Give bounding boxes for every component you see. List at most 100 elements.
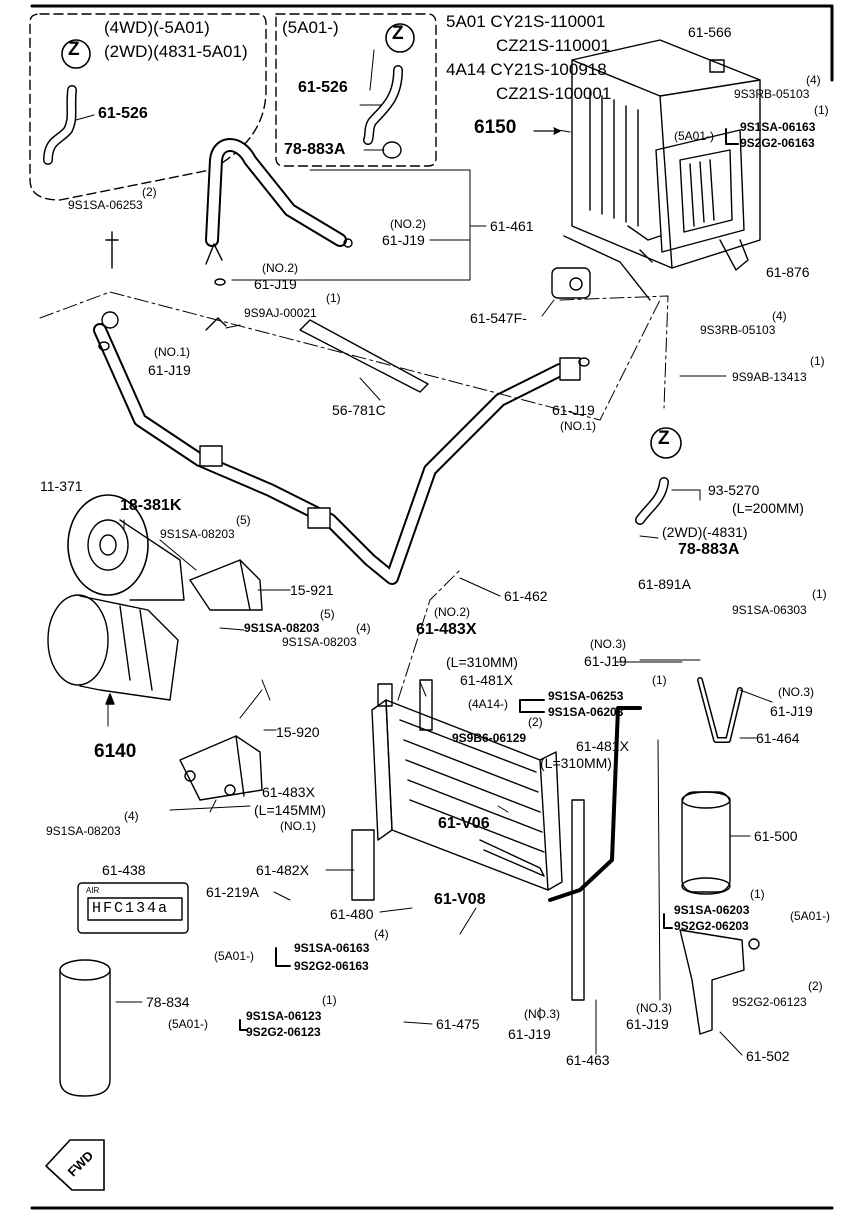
compressor-pulley bbox=[67, 494, 149, 596]
label-61-219a: 61-219A bbox=[206, 884, 259, 900]
label-61-876: 61-876 bbox=[766, 264, 810, 280]
inset-mid-hose: 61-526 bbox=[298, 79, 348, 96]
refrigerant-label bbox=[77, 882, 189, 934]
label-61-547f: 61-547F- bbox=[470, 310, 527, 326]
z-glyph-mid: Z bbox=[392, 23, 404, 44]
label-9s3rb-05103: 9S3RB-05103 bbox=[734, 87, 810, 101]
no: (NO.1) bbox=[280, 819, 316, 833]
receiver-drier bbox=[681, 791, 731, 893]
label-9s9aj-00021: 9S9AJ-00021 bbox=[244, 306, 317, 320]
label-61-462: 61-462 bbox=[504, 588, 548, 604]
qty: (1) bbox=[326, 291, 341, 305]
label-61-438: 61-438 bbox=[102, 862, 146, 878]
serial-5a01-a: 5A01 CY21S-110001 bbox=[446, 12, 606, 31]
no: (NO.3) bbox=[636, 1001, 672, 1015]
z-mark-left bbox=[61, 39, 91, 69]
no: (NO.1) bbox=[560, 419, 596, 433]
serial-5a01-b: CZ21S-110001 bbox=[496, 36, 611, 55]
label-9s9b6-06129: 9S9B6-06129 bbox=[452, 731, 527, 745]
label-78-834: 78-834 bbox=[146, 994, 190, 1010]
label-61-481x: 61-481X bbox=[460, 672, 513, 688]
label-18-381k: 18-381K bbox=[120, 497, 182, 514]
label-61-463: 61-463 bbox=[566, 1052, 610, 1068]
length: (L=310MM) bbox=[540, 755, 612, 771]
refrigerant-label-text: HFC134a bbox=[92, 900, 170, 917]
qty: (2) bbox=[142, 185, 157, 199]
no: (NO.1) bbox=[154, 345, 190, 359]
fwd-arrow bbox=[45, 1139, 105, 1191]
label-61-891a: 61-891A bbox=[638, 576, 691, 592]
inset-left-4wd: (4WD)(-5A01) bbox=[104, 18, 210, 37]
qty: (1) bbox=[322, 993, 337, 1007]
qty: (1) bbox=[750, 887, 765, 901]
label-61-475: 61-475 bbox=[436, 1016, 480, 1032]
label-61-j19: 61-J19 bbox=[148, 362, 191, 378]
label-61-j19: 61-J19 bbox=[552, 402, 595, 418]
unit-6150: 6150 bbox=[474, 117, 517, 138]
label-9s1sa-08203: 9S1SA-08203 bbox=[282, 635, 357, 649]
label-9s3rb-05103: 9S3RB-05103 bbox=[700, 323, 776, 337]
no: (NO.2) bbox=[390, 217, 426, 231]
qty: (4) bbox=[806, 73, 821, 87]
z-mark-mid bbox=[385, 23, 415, 53]
inset-mid-box bbox=[275, 13, 437, 167]
label-9s1sa-06253: 9S1SA-06253 bbox=[548, 689, 624, 703]
label-61-j19: 61-J19 bbox=[770, 703, 813, 719]
z-mark-right bbox=[650, 427, 682, 459]
label-9s2g2-06123: 9S2G2-06123 bbox=[246, 1025, 321, 1039]
qty: (1) bbox=[812, 587, 827, 601]
label-9s9ab-13413: 9S9AB-13413 bbox=[732, 370, 807, 384]
label-93-5270: 93-5270 bbox=[708, 482, 760, 498]
qty: (2) bbox=[528, 715, 543, 729]
variant: (5A01-) bbox=[790, 909, 831, 923]
qty: (5) bbox=[236, 513, 251, 527]
evaporator-unit bbox=[571, 39, 761, 269]
label-61-j19: 61-J19 bbox=[382, 232, 425, 248]
qty: (1) bbox=[810, 354, 825, 368]
label-61-481x: 61-481X bbox=[576, 738, 629, 754]
label-9s1sa-08203: 9S1SA-08203 bbox=[244, 621, 320, 635]
inset-left-part: 61-526 bbox=[98, 105, 148, 122]
compressor-clutch bbox=[47, 594, 109, 686]
condenser bbox=[385, 699, 549, 891]
no: (NO.2) bbox=[262, 261, 298, 275]
variant: (5A01-) bbox=[168, 1017, 209, 1031]
no: (NO.3) bbox=[590, 637, 626, 651]
length: (L=200MM) bbox=[732, 500, 804, 516]
label-61-483x: 61-483X bbox=[262, 784, 315, 800]
inset-mid-variant: (5A01-) bbox=[282, 18, 339, 37]
label-11-371: 11-371 bbox=[40, 478, 83, 494]
label-61-566: 61-566 bbox=[688, 24, 732, 40]
label-15-920: 15-920 bbox=[276, 724, 320, 740]
qty: (1) bbox=[814, 103, 829, 117]
qty: (2) bbox=[808, 979, 823, 993]
z-glyph-right: Z bbox=[658, 428, 670, 449]
label-61-v06: 61-V06 bbox=[438, 815, 490, 832]
label-9s1sa-08203: 9S1SA-08203 bbox=[46, 824, 121, 838]
serial-4a14-b: CZ21S-100001 bbox=[496, 84, 612, 103]
label-9s2g2-06163: 9S2G2-06163 bbox=[740, 136, 815, 150]
label-61-500: 61-500 bbox=[754, 828, 798, 844]
oil-can bbox=[59, 969, 111, 1097]
label-61-j19: 61-J19 bbox=[626, 1016, 669, 1032]
length: (L=145MM) bbox=[254, 802, 326, 818]
qty: (4) bbox=[772, 309, 787, 323]
label-9s1sa-08203: 9S1SA-08203 bbox=[160, 527, 235, 541]
label-61-j19: 61-J19 bbox=[508, 1026, 551, 1042]
label-56-781c: 56-781C bbox=[332, 402, 386, 418]
variant: (4A14-) bbox=[468, 697, 509, 711]
label-61-v08: 61-V08 bbox=[434, 891, 486, 908]
label-61-j19: 61-J19 bbox=[584, 653, 627, 669]
label-9s1sa-06253: 9S1SA-06253 bbox=[68, 198, 143, 212]
unit-6140: 6140 bbox=[94, 741, 137, 762]
qty: (4) bbox=[124, 809, 139, 823]
label-9s1sa-06203: 9S1SA-06203 bbox=[548, 705, 624, 719]
label-9s2g2-06163: 9S2G2-06163 bbox=[294, 959, 369, 973]
label-9s1sa-06303: 9S1SA-06303 bbox=[732, 603, 807, 617]
variant: (2WD)(-4831) bbox=[662, 524, 748, 540]
label-9s1sa-06203: 9S1SA-06203 bbox=[674, 903, 750, 917]
label-61-j19: 61-J19 bbox=[254, 276, 297, 292]
inset-left-2wd: (2WD)(4831-5A01) bbox=[104, 42, 248, 61]
label-9s1sa-06163: 9S1SA-06163 bbox=[740, 120, 816, 134]
length: (L=310MM) bbox=[446, 654, 518, 670]
